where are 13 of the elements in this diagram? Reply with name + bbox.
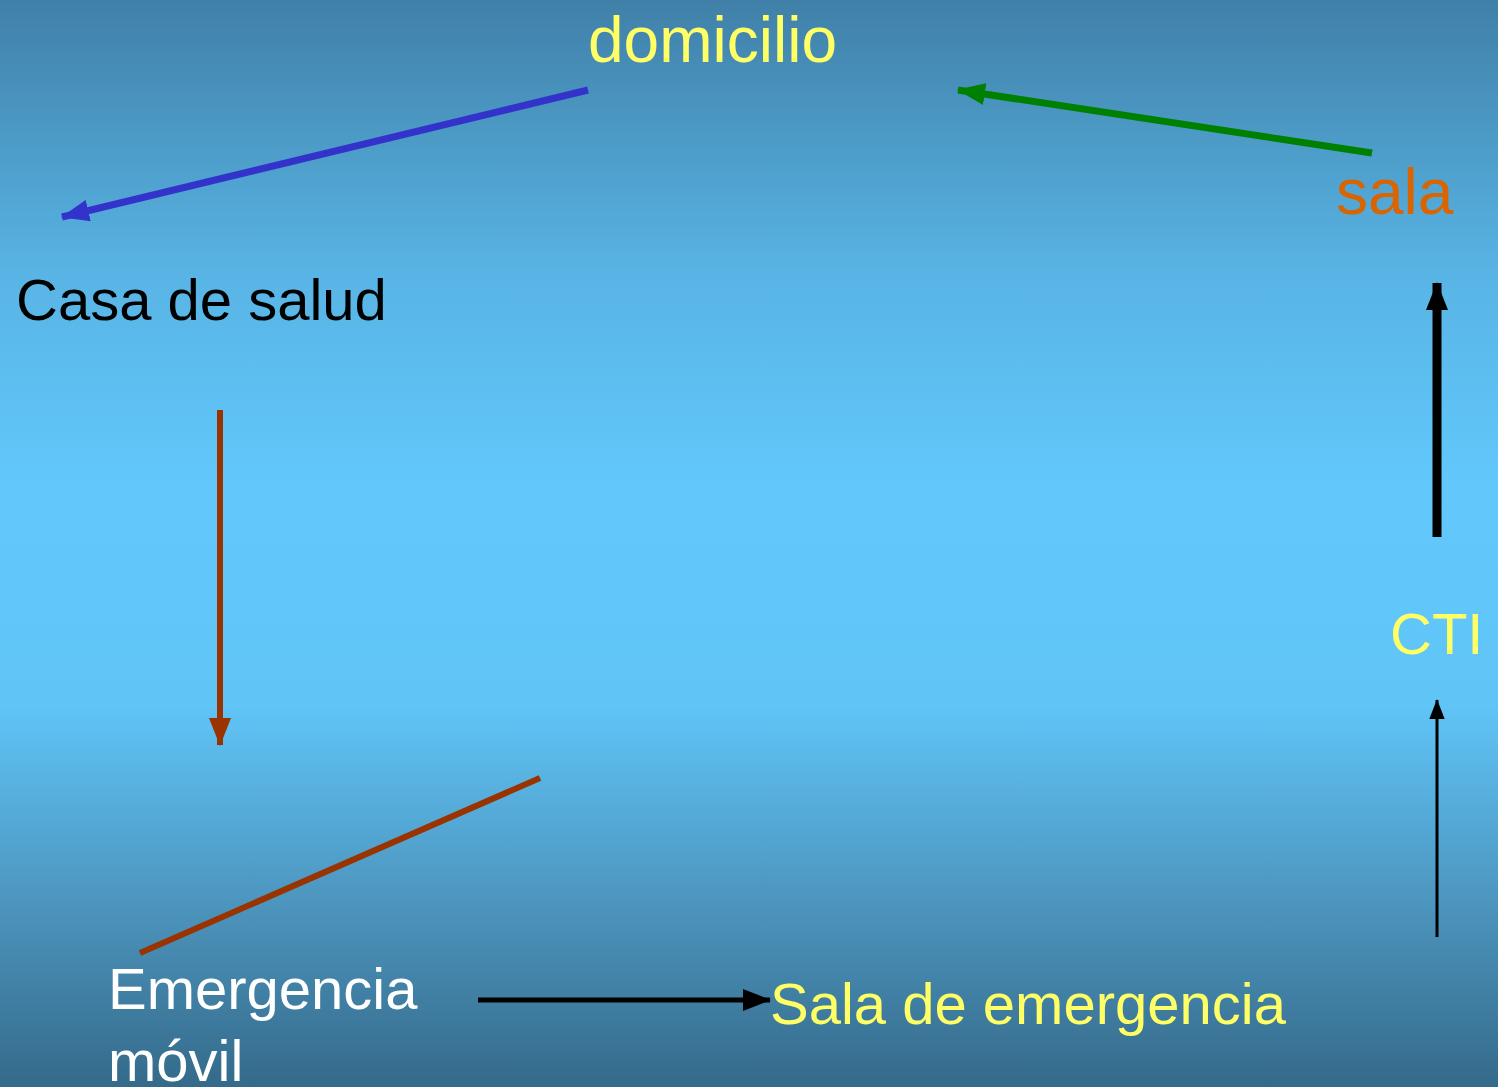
arrow <box>478 989 771 1011</box>
arrow <box>61 86 589 222</box>
place-label: Casa de salud <box>16 217 440 410</box>
place-label: CTI <box>1390 537 1498 700</box>
place-label: Sala de emergencia <box>770 937 1460 1047</box>
arrow <box>957 83 1373 157</box>
arrow <box>1429 699 1445 937</box>
place-label: domicilio <box>588 4 958 90</box>
line <box>138 775 542 956</box>
place-label: sala <box>1336 153 1480 283</box>
place-label: Emergencia móvil <box>108 953 478 1087</box>
arrow <box>1426 282 1448 537</box>
arrow <box>209 410 231 746</box>
